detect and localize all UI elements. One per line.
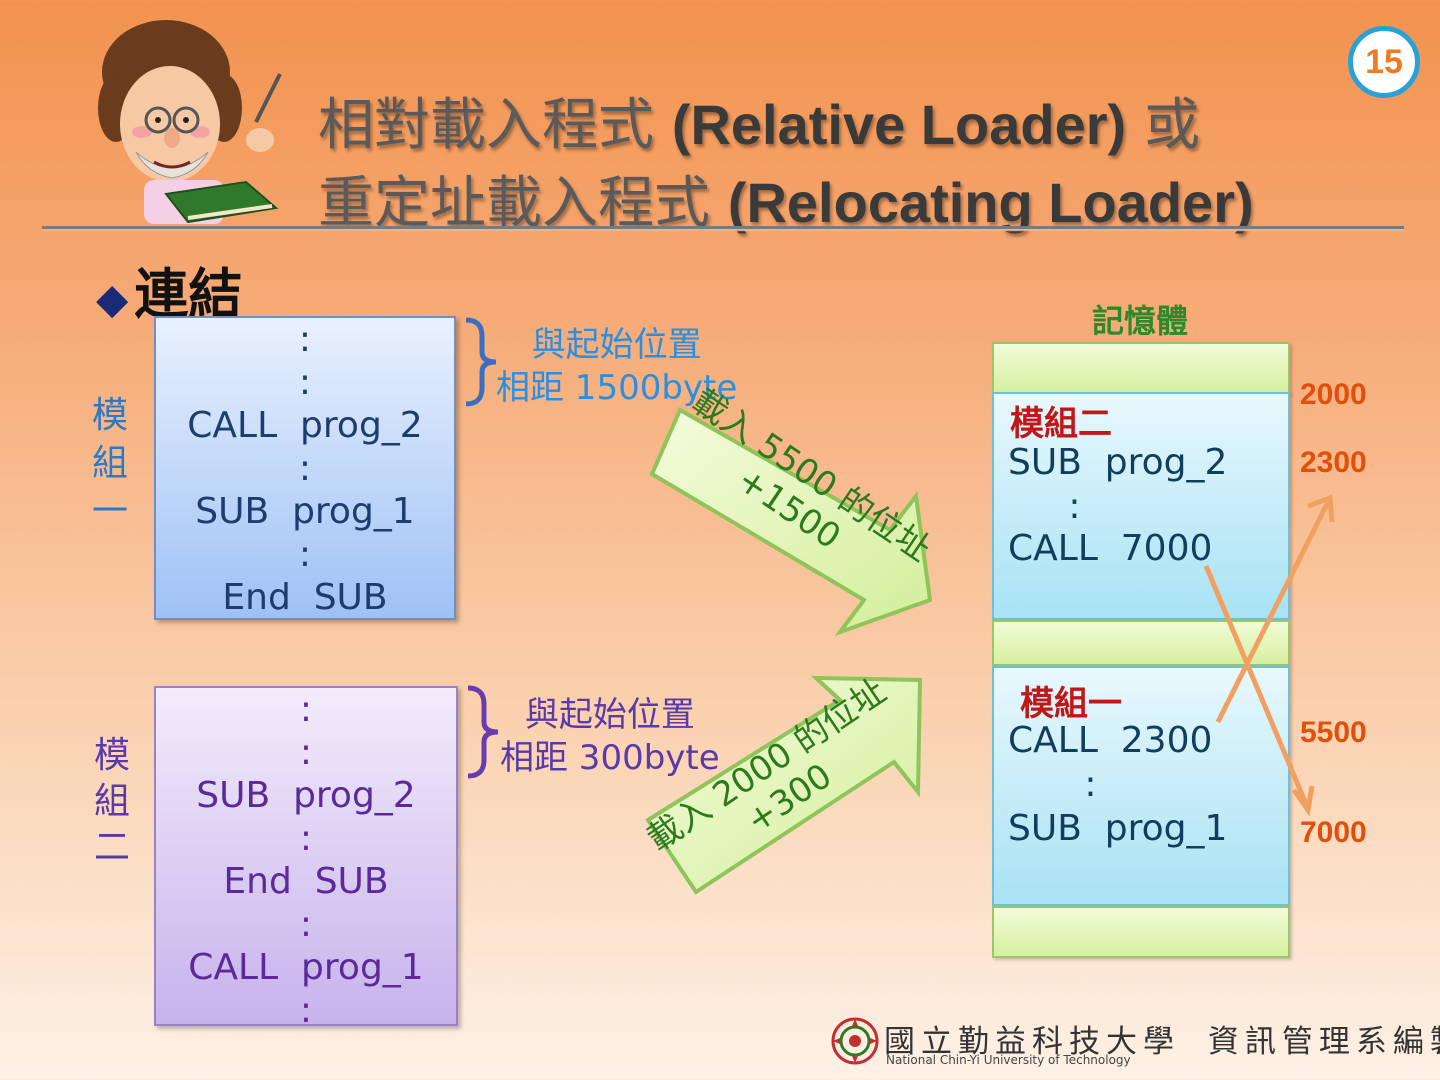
footer-school: 國立勤益科技大學 (884, 1024, 1180, 1060)
memory-line: CALL 2300 (1008, 720, 1213, 761)
code-line: End SUB (223, 861, 389, 902)
load-arrows (645, 407, 933, 895)
code-line: : (299, 818, 313, 859)
memory-block-module2 (992, 392, 1290, 620)
memory-title: 記憶體 (1092, 302, 1189, 340)
title-line1-tail: 或 (1143, 93, 1200, 158)
title-line2-english: (Relocating Loader) (727, 171, 1254, 234)
title-divider (42, 226, 1404, 229)
note-line: 相距 1500byte (496, 368, 738, 408)
memory-block-a-heading: 模組二 (1010, 404, 1112, 444)
code-line: : (298, 362, 312, 403)
code-line: : (299, 689, 313, 730)
module2-offset-note: 與起始位置 相距 300byte (500, 694, 720, 780)
call-2300-arrow (1215, 500, 1331, 724)
memory-line: SUB prog_2 (1008, 442, 1228, 483)
module2-label: 模 組 二 (92, 733, 132, 871)
module1-code-box: : : CALL prog_2 : SUB prog_1 : End SUB (154, 316, 456, 620)
memory-line: CALL 7000 (1008, 528, 1213, 569)
footer-school-english: National Chin-Yi University of Technolog… (886, 1053, 1131, 1067)
module2-label-char: 二 (93, 827, 130, 868)
title-line2-chinese: 重定址載入程式 (318, 171, 710, 236)
module2-label-char: 組 (93, 781, 130, 822)
cross-reference-arrows (1203, 494, 1335, 817)
code-line: CALL prog_1 (188, 947, 424, 988)
module1-label-char: 模 (91, 395, 128, 436)
note-line: 與起始位置 (531, 325, 702, 365)
memory-line: : (1034, 486, 1081, 527)
code-line: : (299, 732, 313, 773)
code-line: SUB prog_2 (196, 775, 416, 816)
call-7000-arrow (1203, 565, 1309, 805)
address-label: 2300 (1300, 446, 1367, 479)
code-line: : (298, 319, 312, 360)
memory-block-b-heading: 模組一 (1020, 684, 1122, 724)
title-line-1: 相對載入程式 (Relative Loader) 或 (318, 80, 1200, 161)
page-number-badge: 15 (1348, 26, 1420, 98)
note-line: 與起始位置 (524, 695, 695, 735)
module1-brace-icon (465, 317, 497, 407)
title-line1-english: (Relative Loader) (671, 93, 1127, 156)
code-line: SUB prog_1 (195, 491, 415, 532)
section-heading: ◆連結 (96, 250, 242, 329)
code-line: CALL prog_2 (187, 405, 423, 446)
module1-label-char: 一 (91, 491, 128, 532)
memory-free-top (992, 342, 1290, 394)
note-line: 相距 300byte (500, 738, 720, 778)
lower-load-arrow (645, 675, 923, 895)
address-label: 7000 (1300, 816, 1367, 849)
module2-brace-icon (467, 685, 499, 779)
address-label: 2000 (1300, 378, 1367, 411)
footer-credit: 國立勤益科技大學 資訊管理系編製 (884, 1016, 1440, 1061)
professor-illustration (98, 20, 282, 224)
code-line: : (298, 448, 312, 489)
title-line1-chinese: 相對載入程式 (318, 93, 654, 158)
code-line: : (299, 990, 313, 1031)
university-logo-icon (831, 1017, 879, 1065)
footer-department: 資訊管理系編製 (1207, 1024, 1440, 1060)
upper-load-arrow (649, 407, 933, 637)
module1-offset-note: 與起始位置 相距 1500byte (496, 324, 737, 410)
module1-label: 模 組 一 (90, 392, 130, 536)
code-line: : (299, 904, 313, 945)
address-label: 5500 (1300, 716, 1367, 749)
memory-line: SUB prog_1 (1008, 808, 1228, 849)
title-line-2: 重定址載入程式 (Relocating Loader) (318, 158, 1254, 239)
code-line: : (298, 534, 312, 575)
code-line: End SUB (222, 577, 388, 618)
arrowhead-icon (1291, 785, 1315, 817)
module2-code-box: : : SUB prog_2 : End SUB : CALL prog_1 : (154, 686, 458, 1031)
arrowhead-icon (1307, 494, 1335, 523)
module2-label-char: 模 (93, 735, 130, 776)
heading-text: 連結 (134, 263, 243, 326)
memory-block-module1 (992, 666, 1290, 906)
module1-label-char: 組 (91, 443, 128, 484)
memory-free-bottom (992, 906, 1290, 958)
diamond-bullet-icon: ◆ (96, 274, 129, 323)
memory-line: : (1050, 764, 1097, 805)
